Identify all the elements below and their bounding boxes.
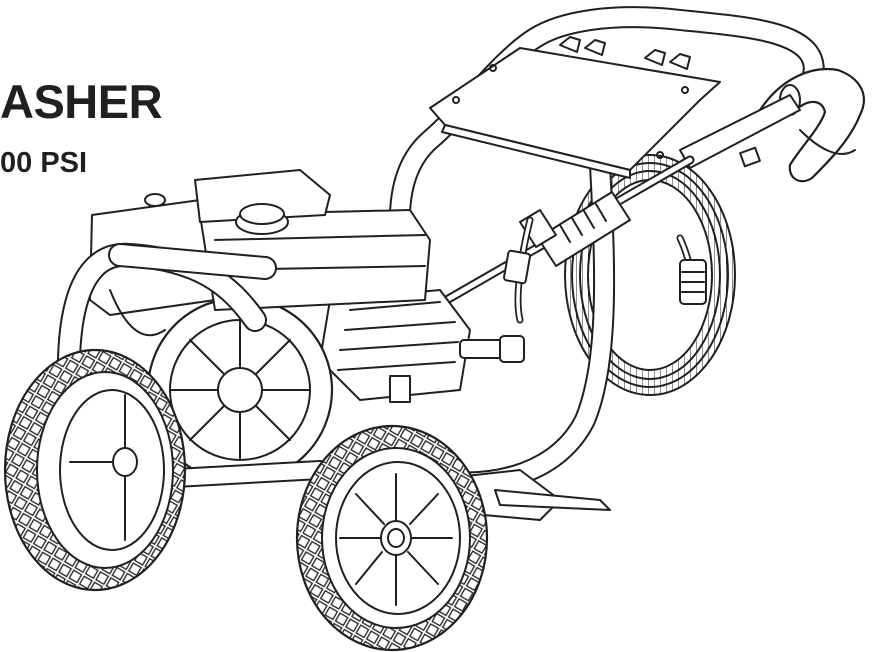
page-subtitle: 00 PSI: [0, 147, 88, 179]
page-title: ASHER: [0, 75, 163, 128]
recoil-starter: [146, 296, 334, 484]
right-wheel: [295, 424, 489, 652]
left-wheel: [3, 348, 187, 592]
pump: [319, 289, 525, 403]
handle-frame: [388, 6, 825, 331]
nozzle-tray: [429, 36, 721, 179]
hose: [503, 216, 707, 324]
